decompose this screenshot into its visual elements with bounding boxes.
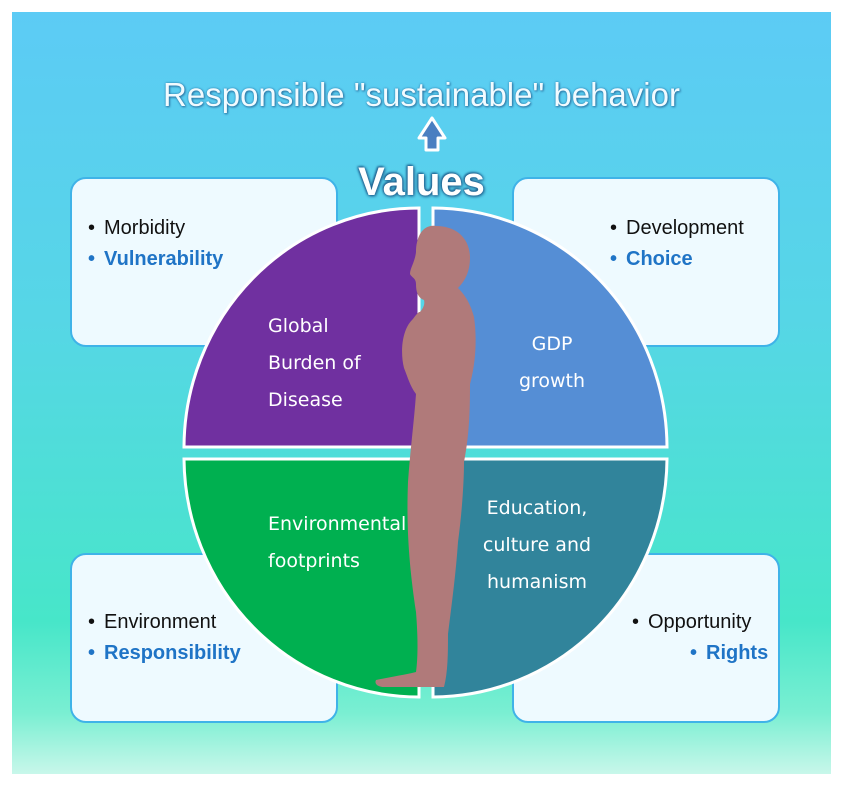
quadrant-label-bottom-left: Environmental footprints bbox=[268, 513, 407, 572]
quadrant-bottom-right bbox=[431, 457, 669, 699]
box-item-choice: •Choice bbox=[610, 248, 693, 270]
box-item-development: •Development bbox=[610, 217, 744, 239]
box-item-rights: •Rights bbox=[690, 642, 769, 664]
quadrant-label-bottom-right: Education, culture and humanism bbox=[482, 497, 592, 593]
box-item-environment: •Environment bbox=[88, 611, 217, 633]
thinking-person-silhouette bbox=[375, 225, 476, 687]
box-item-vulnerability: •Vulnerability bbox=[88, 248, 224, 270]
up-arrow-icon bbox=[417, 116, 447, 152]
quadrant-top-right bbox=[431, 206, 669, 449]
quadrant-top-left bbox=[182, 206, 421, 449]
diagram-title: Responsible "sustainable" behavior bbox=[163, 76, 680, 113]
box-item-morbidity: •Morbidity bbox=[88, 217, 186, 239]
quadrant-bottom-left bbox=[182, 457, 421, 699]
box-item-responsibility: •Responsibility bbox=[88, 642, 241, 664]
box-item-opportunity: •Opportunity bbox=[632, 611, 752, 633]
diagram-frame: Responsible "sustainable" behavior Value… bbox=[12, 12, 831, 774]
quadrant-circle bbox=[182, 206, 669, 699]
quadrant-label-top-left: Global Burden of Disease bbox=[268, 315, 361, 411]
quadrant-label-top-right: GDP growth bbox=[518, 333, 586, 392]
values-label: Values bbox=[358, 160, 485, 204]
